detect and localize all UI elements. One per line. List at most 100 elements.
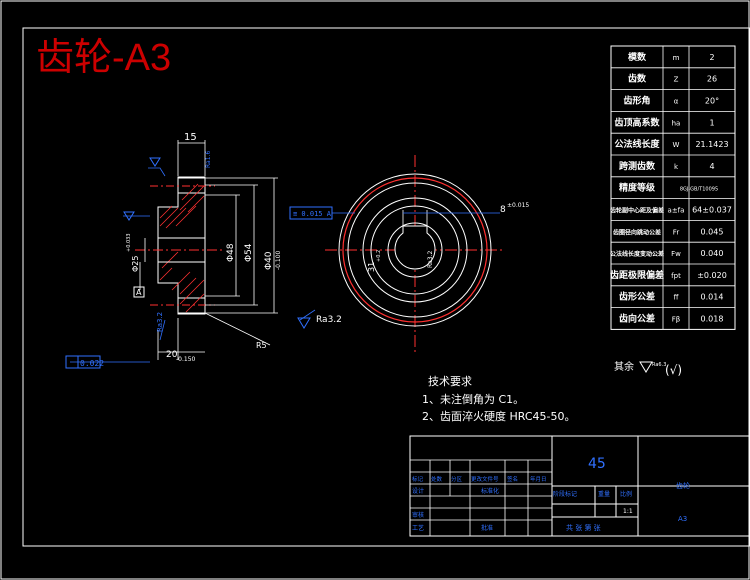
ra-bottom: Ra3.2: [156, 312, 164, 332]
param-label: 精度等级: [619, 182, 656, 194]
param-symbol: a±fa: [668, 207, 685, 215]
param-label: 齿形角: [623, 95, 650, 107]
param-value: 0.018: [701, 315, 724, 324]
param-value: 0.014: [701, 293, 724, 302]
roughness-symbol-face: [297, 317, 311, 329]
param-value: 21.1423: [695, 140, 728, 149]
rest-bracket: (√): [665, 363, 682, 377]
param-symbol: m: [673, 54, 680, 62]
param-symbol: W: [673, 141, 680, 149]
datum-box: [133, 286, 145, 298]
title-block-header-cell: 签名: [507, 475, 518, 483]
front-view: 8 ±0.015 31 +0.2 Ra3.2 ≡ 0.015 A: [289, 155, 529, 352]
tb-name: 齿轮: [676, 481, 690, 490]
key-depth-tol: +0.2: [376, 250, 382, 262]
key-width: 8: [500, 205, 506, 215]
tb-design: 设计: [412, 487, 424, 495]
tb-weight: 重量: [598, 490, 610, 498]
param-symbol: Fr: [673, 228, 680, 236]
param-symbol: ff: [674, 294, 679, 302]
tb-review: 审核: [412, 511, 424, 519]
dimension-lines: [139, 140, 278, 360]
rest-label: 其余: [614, 360, 634, 373]
runout-frame: [65, 355, 101, 369]
key-depth: 31: [367, 262, 376, 272]
dim-width: 15: [184, 132, 197, 143]
boss-circle: [387, 222, 443, 278]
param-label: 模数: [628, 51, 647, 63]
title-block-header: 标记处数分区更改文件号签名年月日: [412, 475, 547, 483]
ra-top: Ra1.6: [205, 151, 212, 168]
tb-stage: 阶段标记: [553, 490, 577, 498]
hatch-lower: [159, 251, 205, 313]
param-label: 齿数: [628, 73, 647, 85]
section-view: 0.022 A 15 Φ48 Φ54 Φ40 -0.100 Φ25 +0.033…: [65, 132, 342, 369]
param-symbol: Z: [674, 76, 679, 84]
title-block: 标记处数分区更改文件号签名年月日 设计 标准化 审核 工艺 批准 45 阶段标记…: [409, 435, 750, 537]
param-label: 齿距极限偏差: [610, 269, 664, 281]
tb-sheets: 共 张 第 张: [566, 523, 601, 532]
param-value: ±0.020: [697, 271, 727, 280]
ra-face: Ra3.2: [316, 315, 342, 325]
param-label: 齿顶高系数: [614, 116, 660, 128]
datum-label: A: [136, 288, 142, 297]
tech-item-1: 1、未注倒角为 C1。: [422, 392, 524, 406]
addendum-circle: [338, 173, 492, 327]
tb-scale-val: 1:1: [623, 508, 633, 515]
param-symbol: α: [674, 98, 679, 106]
title-block-header-cell: 处数: [431, 475, 443, 483]
title-block-frame: [409, 435, 750, 537]
dim-shoulder: 20: [166, 350, 178, 360]
web-circle: [370, 205, 460, 295]
runout-value: 0.022: [80, 359, 104, 368]
dim-d40: Φ40: [264, 251, 274, 270]
param-value: 8GJ-GB/T10095: [680, 187, 718, 193]
roughness-symbol-bore: [123, 211, 135, 221]
title-block-header-cell: 标记: [412, 475, 424, 483]
param-value: 1: [709, 118, 714, 127]
hub-circle: [362, 197, 468, 303]
param-value: 4: [709, 162, 714, 171]
tech-heading: 技术要求: [428, 375, 472, 388]
dim-bore-tol: +0.033: [126, 233, 132, 252]
dim-d40-tol: -0.100: [275, 250, 282, 270]
tb-approve: 批准: [481, 524, 493, 532]
param-value: 0.045: [701, 227, 724, 236]
param-label: 公法线长度变动公差: [610, 250, 664, 258]
dim-bore: Φ25: [131, 256, 140, 272]
param-label: 齿轮副中心距及偏差: [610, 207, 664, 215]
param-symbol: ha: [672, 119, 681, 127]
roughness-symbol-top: [149, 157, 161, 167]
dim-shoulder-tol: -0.150: [176, 356, 196, 363]
symmetry-value: ≡ 0.015 A: [293, 210, 332, 218]
param-symbol: Fw: [671, 250, 681, 258]
param-symbol: Fβ: [672, 316, 681, 324]
param-value: 20°: [705, 97, 719, 106]
tb-process: 工艺: [412, 524, 424, 532]
rest-roughness-symbol: [639, 361, 653, 373]
key-face-ra: Ra3.2: [427, 251, 434, 268]
dedendum-circle: [347, 182, 483, 318]
dim-r5: R5: [256, 341, 267, 350]
hatch-upper: [159, 183, 205, 229]
dim-d48: Φ48: [226, 243, 236, 262]
param-table-frame: [610, 45, 736, 330]
keyway-bore: [394, 225, 436, 270]
dim-d54: Φ54: [244, 243, 254, 262]
tb-scale: 比例: [620, 490, 632, 498]
inner-border: [22, 27, 750, 547]
tb-code: A3: [678, 515, 687, 523]
tb-material: 45: [588, 456, 606, 472]
param-symbol: k: [674, 163, 679, 171]
param-label: 齿圈径向跳动公差: [613, 228, 661, 236]
param-value: 64±0.037: [692, 206, 732, 215]
tech-item-2: 2、齿面淬火硬度 HRC45-50。: [422, 409, 576, 423]
title-block-header-cell: 年月日: [530, 475, 547, 483]
param-value: 26: [707, 75, 717, 84]
param-value: 2: [709, 53, 714, 62]
tb-std: 标准化: [481, 487, 499, 495]
param-label: 公法线长度: [614, 138, 660, 150]
